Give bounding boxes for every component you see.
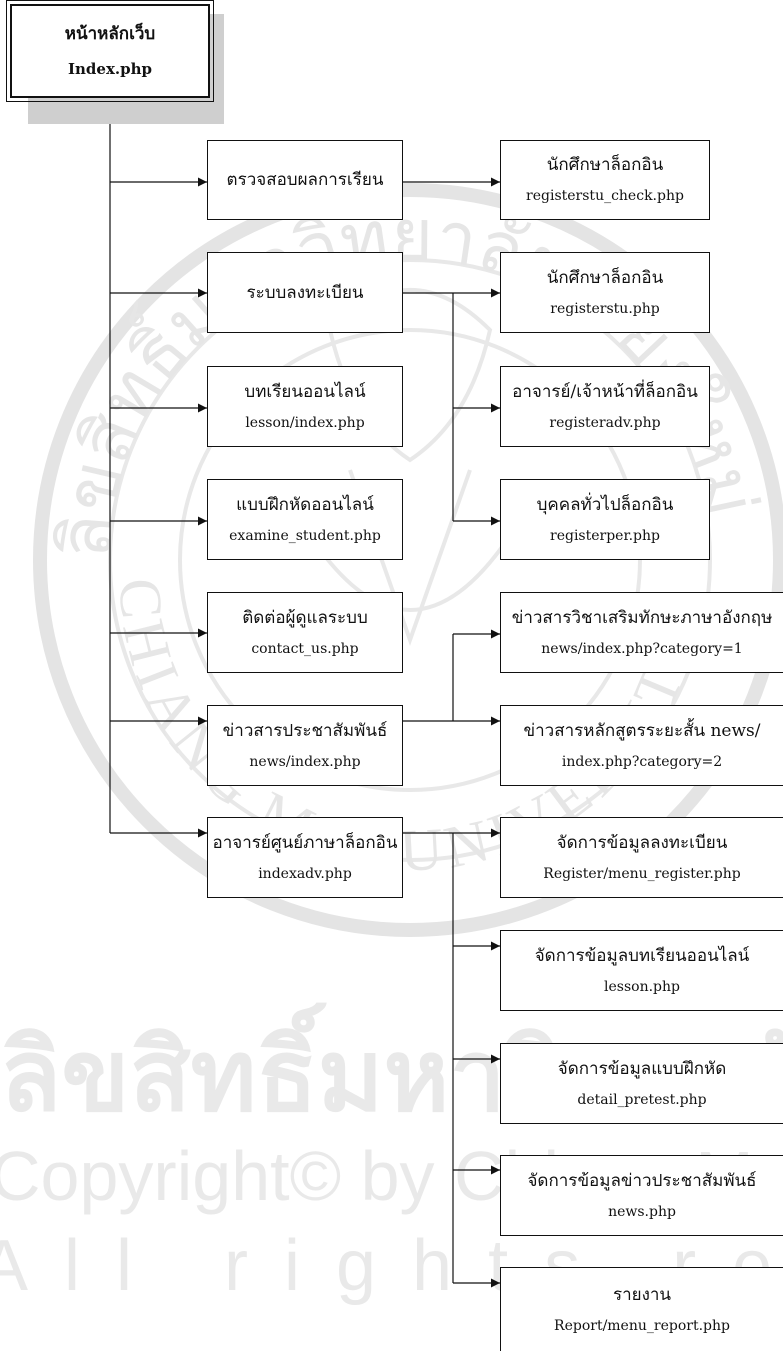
child-title: จัดการข้อมูลบทเรียนออนไลน์ xyxy=(534,945,750,966)
child-node-english-news: ข่าวสารวิชาเสริมทักษะภาษาอังกฤษ news/ind… xyxy=(500,592,783,673)
child-file: registeradv.php xyxy=(549,414,661,431)
child-file: news.php xyxy=(608,1203,676,1220)
menu-node-teacher-login: อาจารย์ศูนย์ภาษาล็อกอิน indexadv.php xyxy=(207,817,403,898)
menu-title: ข่าวสารประชาสัมพันธ์ xyxy=(222,720,388,741)
child-title: ข่าวสารวิชาเสริมทักษะภาษาอังกฤษ xyxy=(511,607,773,628)
child-title: ข่าวสารหลักสูตรระยะสั้น news/ xyxy=(523,720,761,741)
child-file: detail_pretest.php xyxy=(577,1091,707,1108)
child-node-student-login: นักศึกษาล็อกอิน registerstu.php xyxy=(500,252,710,333)
child-file: index.php?category=2 xyxy=(561,753,723,770)
child-file: news/index.php?category=1 xyxy=(541,640,743,657)
menu-node-online-lesson: บทเรียนออนไลน์ lesson/index.php xyxy=(207,366,403,447)
menu-node-online-exercise: แบบฝึกหัดออนไลน์ examine_student.php xyxy=(207,479,403,560)
menu-title: อาจารย์ศูนย์ภาษาล็อกอิน xyxy=(212,832,398,853)
child-node-report: รายงาน Report/menu_report.php xyxy=(500,1267,783,1351)
child-title: บุคคลทั่วไปล็อกอิน xyxy=(536,494,674,515)
child-title: นักศึกษาล็อกอิน xyxy=(546,267,664,288)
child-node-short-course-news: ข่าวสารหลักสูตรระยะสั้น news/ index.php?… xyxy=(500,705,783,786)
menu-title: ติดต่อผู้ดูแลระบบ xyxy=(242,607,368,628)
child-file: registerstu.php xyxy=(550,300,660,317)
child-node-manage-news: จัดการข้อมูลข่าวประชาสัมพันธ์ news.php xyxy=(500,1155,783,1236)
menu-node-contact-admin: ติดต่อผู้ดูแลระบบ contact_us.php xyxy=(207,592,403,673)
menu-title: แบบฝึกหัดออนไลน์ xyxy=(236,494,374,515)
child-node-manage-exercises: จัดการข้อมูลแบบฝึกหัด detail_pretest.php xyxy=(500,1043,783,1124)
menu-node-grade-check: ตรวจสอบผลการเรียน xyxy=(207,140,403,220)
menu-file: examine_student.php xyxy=(229,527,381,544)
child-title: จัดการข้อมูลแบบฝึกหัด xyxy=(557,1058,727,1079)
root-file: Index.php xyxy=(67,60,152,78)
child-file: Register/menu_register.php xyxy=(543,865,741,882)
child-node-manage-lessons: จัดการข้อมูลบทเรียนออนไลน์ lesson.php xyxy=(500,930,783,1011)
child-title: นักศึกษาล็อกอิน xyxy=(546,155,664,175)
menu-node-registration: ระบบลงทะเบียน xyxy=(207,252,403,333)
child-node-public-login: บุคคลทั่วไปล็อกอิน registerper.php xyxy=(500,479,710,560)
menu-title: ตรวจสอบผลการเรียน xyxy=(226,170,384,190)
child-file: registerstu_check.php xyxy=(526,188,684,204)
menu-title: ระบบลงทะเบียน xyxy=(246,282,364,303)
menu-file: indexadv.php xyxy=(258,865,352,882)
menu-node-news: ข่าวสารประชาสัมพันธ์ news/index.php xyxy=(207,705,403,786)
child-node-student-login-check: นักศึกษาล็อกอิน registerstu_check.php xyxy=(500,140,710,220)
menu-title: บทเรียนออนไลน์ xyxy=(244,381,366,402)
child-file: Report/menu_report.php xyxy=(554,1317,730,1334)
root-title: หน้าหลักเว็บ xyxy=(64,24,156,44)
child-title: จัดการข้อมูลลงทะเบียน xyxy=(556,832,728,853)
child-file: registerper.php xyxy=(550,527,660,544)
child-file: lesson.php xyxy=(604,978,680,995)
child-title: อาจารย์/เจ้าหน้าที่ล็อกอิน xyxy=(512,381,698,402)
root-node: หน้าหลักเว็บ Index.php xyxy=(6,0,214,102)
menu-file: lesson/index.php xyxy=(245,414,365,431)
child-title: จัดการข้อมูลข่าวประชาสัมพันธ์ xyxy=(527,1170,757,1191)
child-title: รายงาน xyxy=(612,1284,672,1305)
child-node-manage-registration: จัดการข้อมูลลงทะเบียน Register/menu_regi… xyxy=(500,817,783,898)
menu-file: news/index.php xyxy=(249,753,361,770)
child-node-staff-login: อาจารย์/เจ้าหน้าที่ล็อกอิน registeradv.p… xyxy=(500,366,710,447)
menu-file: contact_us.php xyxy=(251,640,359,657)
